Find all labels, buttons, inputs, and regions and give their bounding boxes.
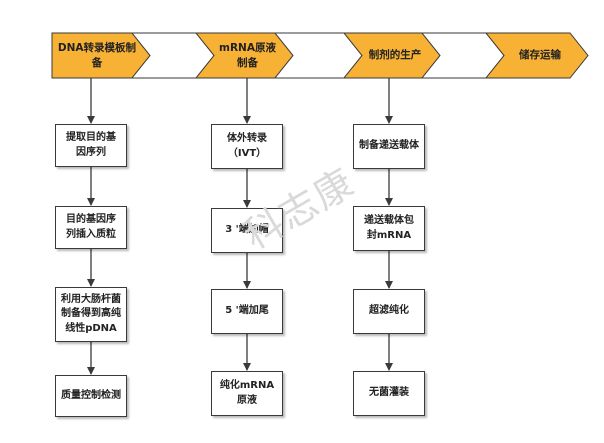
step-3-end-capping: 3 '端加帽 [211,208,283,253]
step-purify-mrna-stock: 纯化mRNA 原液 [211,371,283,416]
stage-formulation-label: 制剂的生产 [368,49,422,62]
step-encapsulate-mrna: 递送载体包 封mRNA [353,206,425,251]
step-quality-control: 质量控制检测 [55,375,127,417]
step-ecoli-produce-pdna: 利用大肠杆菌 制备得到高纯 线性pDNA [55,287,127,342]
step-ultrafiltration: 超滤纯化 [353,289,425,334]
step-extract-target-gene: 提取目的基 因序列 [55,124,127,167]
step-in-vitro-transcription: 体外转录 （IVT） [211,124,283,169]
step-prepare-delivery-vehicle: 制备递送载体 [353,124,425,169]
step-aseptic-filling: 无菌灌装 [353,371,425,416]
step-5-end-tailing: 5 '端加尾 [211,289,283,334]
step-insert-gene-into-plasmid: 目的基因序 列插入质粒 [55,206,127,249]
stage-storage-transport-label: 储存运输 [519,49,561,62]
stage-mrna-stock-label: mRNA原液制备 [219,42,276,69]
stage-storage-transport-chevron [484,32,589,79]
stage-dna-template-label: DNA转录模板制 备 [57,42,137,69]
